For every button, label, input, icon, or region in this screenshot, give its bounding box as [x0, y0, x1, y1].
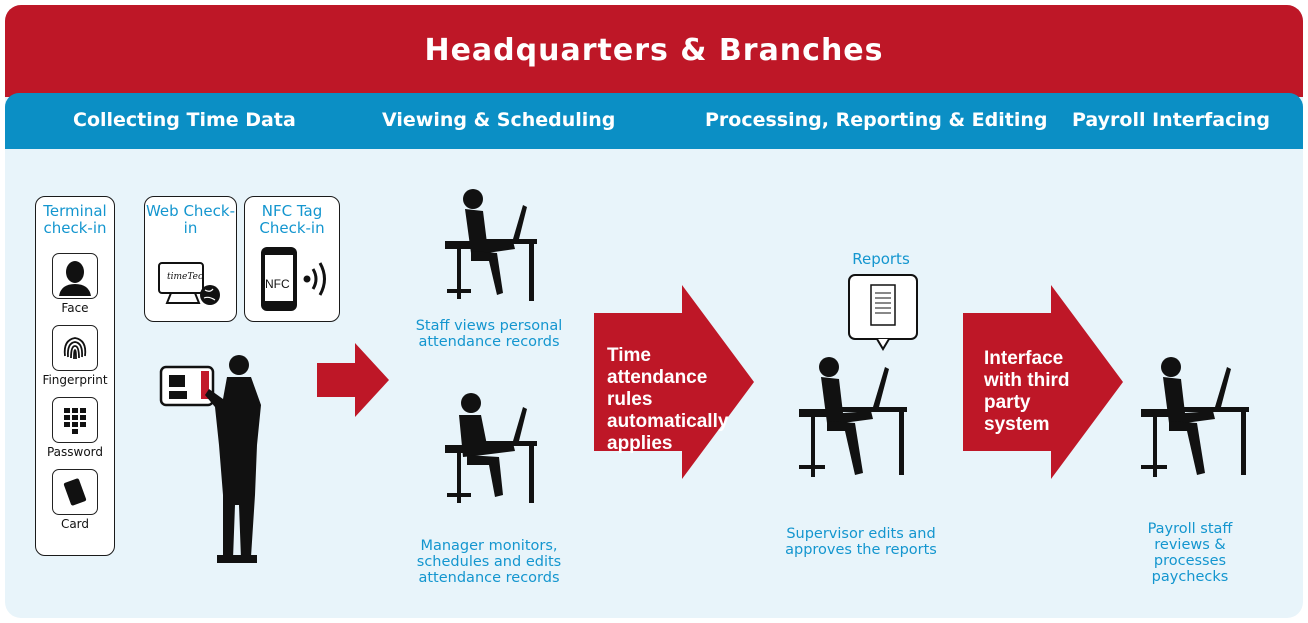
face-label: Face: [61, 301, 89, 315]
manager-caption: Manager monitors, schedules and edits at…: [416, 538, 562, 586]
stage-bar: Collecting Time Data Viewing & Schedulin…: [5, 93, 1303, 149]
computer-globe-icon: [158, 262, 220, 305]
face-icon: [52, 253, 98, 299]
flow-arrow-rules: [594, 285, 754, 479]
payroll-caption: Payroll staff reviews & processes payche…: [1147, 521, 1233, 585]
terminal-checkin-panel: Terminal check-in Face Fingerprint: [35, 196, 115, 556]
supervisor-caption: Supervisor edits and approves the report…: [785, 526, 937, 558]
card-label: Card: [60, 517, 90, 531]
web-checkin-panel: Web Check-in timeTec: [144, 196, 237, 322]
stage-viewing: Viewing & Scheduling: [382, 109, 616, 131]
payroll-silhouette: [1141, 357, 1249, 477]
nfc-checkin-title: NFC Tag Check-in: [259, 202, 325, 237]
web-checkin-title: Web Check-in: [145, 202, 236, 237]
interface-arrow-text: Interface with third party system: [984, 348, 1070, 435]
supervisor-silhouette: [799, 357, 907, 477]
password-label: Password: [46, 445, 104, 459]
nfc-badge: NFC: [265, 277, 290, 291]
stage-processing: Processing, Reporting & Editing: [705, 109, 1048, 131]
stage-collecting: Collecting Time Data: [73, 109, 296, 131]
web-logo-text: timeTec: [167, 272, 204, 282]
rules-arrow-text: Time attendance rules automatically appl…: [607, 345, 729, 454]
person-terminal-silhouette: [159, 355, 261, 563]
flow-arrow-1: [317, 343, 389, 417]
flow-arrow-interface: [963, 285, 1123, 479]
reports-label: Reports: [852, 250, 910, 268]
report-document-icon: [848, 274, 918, 351]
staff-caption: Staff views personal attendance records: [415, 318, 563, 350]
fingerprint-icon: [52, 325, 98, 371]
page-title: Headquarters & Branches: [424, 33, 884, 68]
staff-silhouette: [445, 189, 537, 301]
header-banner: Headquarters & Branches: [5, 5, 1303, 97]
keypad-icon: [52, 397, 98, 443]
nfc-phone-icon: [261, 247, 326, 311]
fingerprint-label: Fingerprint: [42, 373, 108, 387]
diagram-frame: Headquarters & Branches Collecting Time …: [5, 5, 1303, 618]
terminal-checkin-title: Terminal check-in: [43, 202, 107, 237]
nfc-checkin-panel: NFC Tag Check-in NFC: [244, 196, 340, 322]
manager-silhouette: [445, 393, 537, 503]
stage-payroll: Payroll Interfacing: [1072, 109, 1271, 131]
card-icon: [52, 469, 98, 515]
